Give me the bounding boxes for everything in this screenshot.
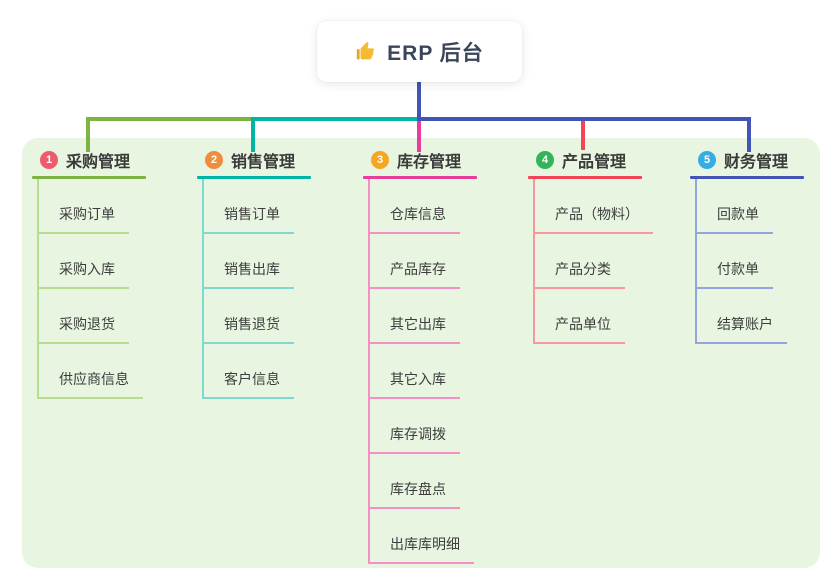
branch-item[interactable]: 产品（物料） (535, 179, 653, 234)
branch-underline (197, 176, 311, 179)
branch-item-list: 销售订单 销售出库 销售退货 客户信息 (202, 179, 311, 399)
tree-connector-line (747, 117, 751, 152)
branch-item-list: 产品（物料） 产品分类 产品单位 (533, 179, 653, 344)
branch-item-label: 产品（物料） (555, 206, 639, 222)
branch-item[interactable]: 其它出库 (370, 289, 460, 344)
branch-item-label: 采购入库 (59, 261, 115, 277)
branch-header[interactable]: 4 产品管理 (528, 146, 653, 174)
branch-item-label: 产品单位 (555, 316, 611, 332)
branch-item-label: 客户信息 (224, 371, 280, 387)
branch-item[interactable]: 出库库明细 (370, 509, 474, 564)
branch-4: 4 产品管理 产品（物料） 产品分类 产品单位 (528, 146, 653, 344)
branch-label: 财务管理 (724, 154, 789, 171)
branch-3: 3 库存管理 仓库信息 产品库存 其它出库 其它入库 库存调拨 库存盘点 出库库… (363, 146, 477, 564)
branch-item-label: 采购退货 (59, 316, 115, 332)
branch-item[interactable]: 采购退货 (39, 289, 129, 344)
tree-connector-line (86, 117, 90, 152)
branch-number-badge: 5 (698, 151, 716, 169)
branch-label: 产品管理 (562, 154, 627, 171)
root-node[interactable]: ERP 后台 (317, 21, 522, 82)
tree-connector-line (417, 82, 421, 121)
branch-item-list: 采购订单 采购入库 采购退货 供应商信息 (37, 179, 146, 399)
branch-item[interactable]: 其它入库 (370, 344, 460, 399)
branch-header[interactable]: 1 采购管理 (32, 146, 146, 174)
branch-5: 5 财务管理 回款单 付款单 结算账户 (690, 146, 804, 344)
branch-number-badge: 4 (536, 151, 554, 169)
branch-item-label: 库存盘点 (390, 481, 446, 497)
branch-label: 销售管理 (231, 154, 296, 171)
branch-number-badge: 1 (40, 151, 58, 169)
tree-connector-line (251, 117, 417, 121)
thumbs-up-icon (355, 41, 377, 63)
branch-item-label: 销售订单 (224, 206, 280, 222)
branch-number-badge: 2 (205, 151, 223, 169)
branch-underline (363, 176, 477, 179)
branch-item-label: 采购订单 (59, 206, 115, 222)
branch-item[interactable]: 采购入库 (39, 234, 129, 289)
branch-label: 库存管理 (397, 154, 462, 171)
branch-item[interactable]: 客户信息 (204, 344, 294, 399)
tree-connector-line (86, 117, 251, 121)
branch-item[interactable]: 结算账户 (697, 289, 787, 344)
branch-item-label: 产品分类 (555, 261, 611, 277)
branch-label: 采购管理 (66, 154, 131, 171)
branch-underline (32, 176, 146, 179)
branch-item[interactable]: 销售退货 (204, 289, 294, 344)
branch-item-label: 出库库明细 (390, 536, 460, 552)
branch-item-label: 销售出库 (224, 261, 280, 277)
tree-connector-line (417, 117, 751, 121)
tree-connector-line (417, 121, 421, 152)
branch-item[interactable]: 销售订单 (204, 179, 294, 234)
branch-1: 1 采购管理 采购订单 采购入库 采购退货 供应商信息 (32, 146, 146, 399)
branch-item[interactable]: 回款单 (697, 179, 773, 234)
branch-item[interactable]: 产品库存 (370, 234, 460, 289)
branch-item-list: 仓库信息 产品库存 其它出库 其它入库 库存调拨 库存盘点 出库库明细 (368, 179, 477, 564)
branch-header[interactable]: 5 财务管理 (690, 146, 804, 174)
branch-item[interactable]: 仓库信息 (370, 179, 460, 234)
branch-item-label: 其它入库 (390, 371, 446, 387)
branch-item[interactable]: 付款单 (697, 234, 773, 289)
branch-item-list: 回款单 付款单 结算账户 (695, 179, 804, 344)
tree-connector-line (251, 117, 255, 152)
branch-item[interactable]: 库存盘点 (370, 454, 460, 509)
branch-item-label: 付款单 (717, 261, 759, 277)
branch-item[interactable]: 库存调拨 (370, 399, 460, 454)
branch-2: 2 销售管理 销售订单 销售出库 销售退货 客户信息 (197, 146, 311, 399)
branch-item-label: 结算账户 (717, 316, 773, 332)
branch-header[interactable]: 2 销售管理 (197, 146, 311, 174)
tree-connector-line (581, 121, 585, 150)
branch-header[interactable]: 3 库存管理 (363, 146, 477, 174)
branch-item-label: 销售退货 (224, 316, 280, 332)
branch-underline (528, 176, 642, 179)
branch-underline (690, 176, 804, 179)
branch-item[interactable]: 产品单位 (535, 289, 625, 344)
branch-item[interactable]: 产品分类 (535, 234, 625, 289)
branch-number-badge: 3 (371, 151, 389, 169)
branch-item-label: 供应商信息 (59, 371, 129, 387)
branch-item-label: 回款单 (717, 206, 759, 222)
branch-item[interactable]: 销售出库 (204, 234, 294, 289)
branches-panel (22, 138, 820, 568)
branch-item[interactable]: 供应商信息 (39, 344, 143, 399)
branch-item[interactable]: 采购订单 (39, 179, 129, 234)
branch-item-label: 其它出库 (390, 316, 446, 332)
branch-item-label: 产品库存 (390, 261, 446, 277)
branch-item-label: 库存调拨 (390, 426, 446, 442)
root-title: ERP 后台 (387, 41, 484, 65)
branch-item-label: 仓库信息 (390, 206, 446, 222)
